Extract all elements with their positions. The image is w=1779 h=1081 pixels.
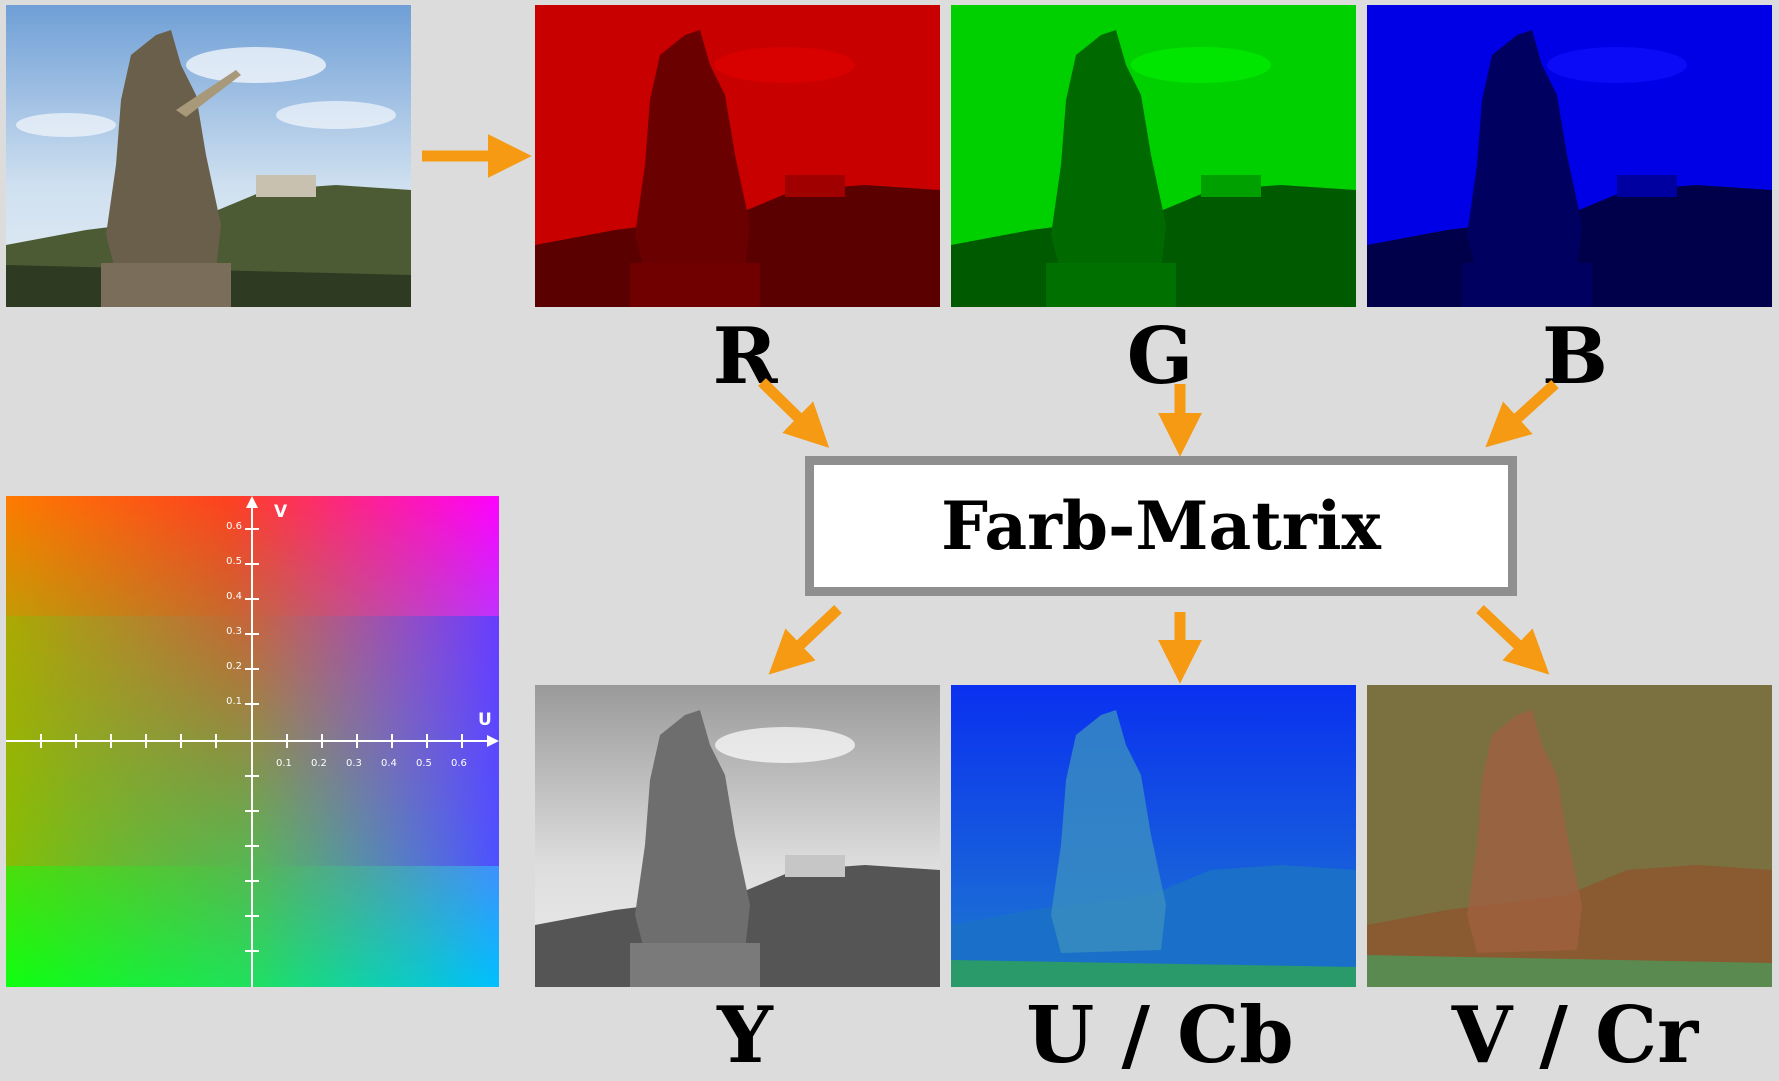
u-channel-image <box>951 685 1356 987</box>
u-tick-label: 0.3 <box>346 758 362 769</box>
y-channel-image <box>535 685 940 987</box>
v-tick-label: 0.5 <box>226 556 242 567</box>
u-tick-label: 0.6 <box>451 758 467 769</box>
red-channel-image <box>535 5 940 307</box>
u-tick-label: 0.4 <box>381 758 397 769</box>
arrow-matrix-to-y <box>768 605 842 675</box>
arrow-matrix-to-v <box>1476 605 1550 675</box>
r-label: R <box>712 311 778 402</box>
v-tick-label: 0.3 <box>226 626 242 637</box>
v-tick-label: 0.1 <box>226 696 242 707</box>
blue-channel-image <box>1367 5 1772 307</box>
uv-color-plane: V U 0.6 0.5 0.4 0.3 0.2 0.1 0.1 0.2 0.3 … <box>6 496 499 987</box>
b-label: B <box>1542 311 1608 402</box>
color-matrix-box: Farb-Matrix <box>805 456 1517 596</box>
v-tick-label: 0.4 <box>226 591 242 602</box>
y-label: Y <box>717 990 773 1081</box>
green-channel-image <box>951 5 1356 307</box>
u-cb-label: U / Cb <box>1026 990 1294 1081</box>
v-tick-label: 0.6 <box>226 521 242 532</box>
g-label: G <box>1126 311 1194 402</box>
u-axis-label: U <box>478 710 492 730</box>
u-tick-label: 0.5 <box>416 758 432 769</box>
original-photo <box>6 5 411 307</box>
v-tick-label: 0.2 <box>226 661 242 672</box>
v-channel-image <box>1367 685 1772 987</box>
v-axis-label: V <box>274 502 288 522</box>
u-tick-label: 0.1 <box>276 758 292 769</box>
color-matrix-label: Farb-Matrix <box>941 487 1381 565</box>
u-tick-label: 0.2 <box>311 758 327 769</box>
v-cr-label: V / Cr <box>1451 990 1699 1081</box>
